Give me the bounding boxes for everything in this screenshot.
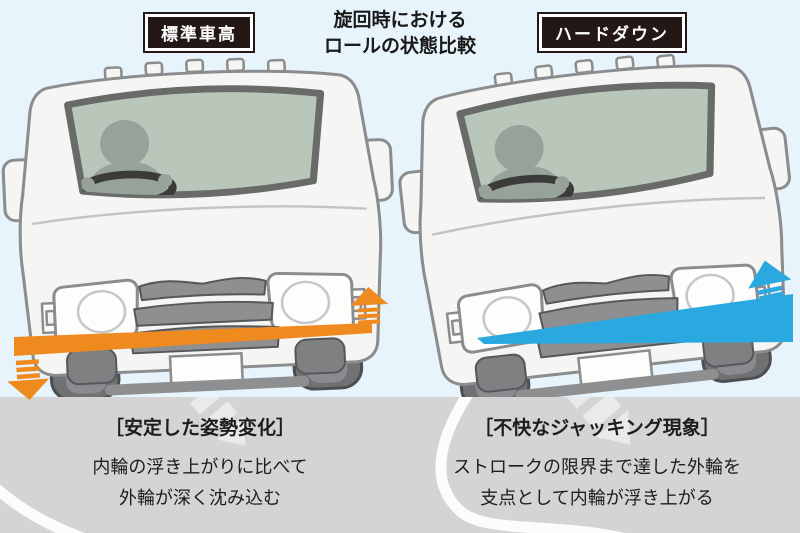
- road-surface: [0, 397, 800, 533]
- badge-standard-height: 標準車高: [145, 14, 253, 51]
- van-hard-down: [386, 38, 800, 421]
- caption-standard-line1: 内輪の浮き上がりに比べて: [92, 457, 308, 477]
- title-line-2: ロールの状態比較: [323, 35, 476, 57]
- caption-standard-line2: 外輪が深く沈み込む: [119, 487, 281, 508]
- badge-standard-height-label: 標準車高: [161, 25, 237, 44]
- page-title: 旋回時における ロールの状態比較: [250, 8, 550, 59]
- badge-hard-down: ハードダウン: [539, 14, 685, 51]
- caption-standard-heading: ［安定した姿勢変化］: [104, 418, 295, 439]
- van-standard-height: [0, 49, 404, 408]
- chevron-arrow-right: [565, 397, 631, 445]
- turn-direction-chevrons: [190, 397, 631, 446]
- road-strip: [0, 397, 800, 533]
- caption-standard: ［安定した姿勢変化］ 内輪の浮き上がりに比べて 外輪が深く沈み込む: [8, 413, 392, 513]
- title-line-1: 旋回時における: [333, 10, 467, 31]
- caption-hard-down-line1: ストロークの限界まで達した外輪を: [453, 457, 741, 477]
- caption-hard-down-heading: ［不快なジャッキング現象］: [474, 418, 720, 439]
- road-edge-lines: [0, 397, 625, 533]
- chevron-arrow-left: [190, 397, 246, 446]
- caption-hard-down-line2: 支点として内輪が浮き上がる: [480, 487, 714, 508]
- caption-hard-down: ［不快なジャッキング現象］ ストロークの限界まで達した外輪を 支点として内輪が浮…: [398, 413, 796, 513]
- badge-hard-down-label: ハードダウン: [555, 25, 669, 44]
